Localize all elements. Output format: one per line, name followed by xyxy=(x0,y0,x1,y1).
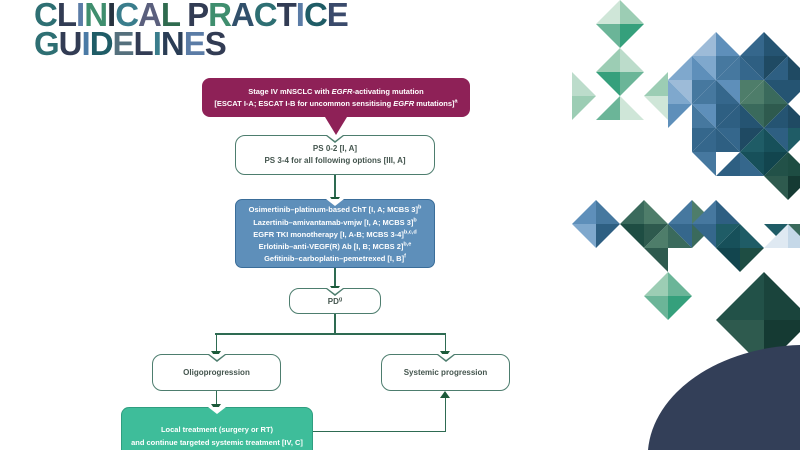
systemic-progression-label: Systemic progression xyxy=(403,368,488,377)
local-treatment-line2: and continue targeted systemic treatment… xyxy=(131,438,303,447)
page-title-line2: GUIDELINES xyxy=(34,25,227,62)
notch xyxy=(208,407,226,414)
connector-ps-treatments xyxy=(334,175,336,198)
connector-local-feedback xyxy=(313,430,446,432)
notch xyxy=(435,353,456,362)
pd-box: PDg xyxy=(289,287,381,314)
page-title: CLINICAL PRACTICE GUIDELINES xyxy=(34,0,349,62)
decorative-triangle-mosaic xyxy=(572,0,800,450)
pointer-tail xyxy=(325,117,347,135)
pd-label: PDg xyxy=(327,295,343,306)
stage-diagnosis-box: Stage IV mNSCLC with EGFR-activating mut… xyxy=(202,78,470,135)
connector-pd-split xyxy=(334,314,336,334)
connector-feedback-up xyxy=(444,398,447,432)
treatment-options-box: Osimertinib–platinum-based ChT [I, A; MC… xyxy=(235,199,435,268)
notch xyxy=(325,287,345,296)
treatment-line1: Osimertinib–platinum-based ChT [I, A; MC… xyxy=(248,204,422,215)
performance-status-box: PS 0-2 [I, A] PS 3-4 for all following o… xyxy=(235,134,435,175)
local-treatment-line1: Local treatment (surgery or RT) xyxy=(160,425,274,434)
page-title-line1: CLINICAL PRACTICE xyxy=(34,0,349,33)
ps-line1: PS 0-2 [I, A] xyxy=(312,143,358,153)
stage-diagnosis-line2: [ESCAT I-A; ESCAT I-B for uncommon sensi… xyxy=(214,98,458,108)
stage-diagnosis-line1: Stage IV mNSCLC with EGFR-activating mut… xyxy=(248,86,424,96)
local-treatment-box: Local treatment (surgery or RT) and cont… xyxy=(121,407,313,450)
arrowhead-up-icon xyxy=(440,391,450,398)
connector-split-bar xyxy=(215,333,445,335)
treatment-line3: EGFR TKI monotherapy [I, A-B; MCBS 3-4]b… xyxy=(253,229,417,239)
treatment-line5: Gefitinib–carboplatin–pemetrexed [I, B]f xyxy=(264,253,406,264)
notch xyxy=(325,134,345,143)
connector-to-oligo xyxy=(215,333,218,352)
treatment-line4: Erlotinib–anti-VEGF(R) Ab [I, B; MCBS 2]… xyxy=(258,241,412,252)
oligoprogression-label: Oligoprogression xyxy=(183,368,250,377)
notch xyxy=(326,199,344,206)
connector-oligo-local xyxy=(215,391,218,405)
ps-line2: PS 3-4 for all following options [III, A… xyxy=(264,156,406,165)
systemic-progression-box: Systemic progression xyxy=(381,353,510,391)
connector-to-systemic xyxy=(444,333,447,352)
connector-treatments-pd xyxy=(334,268,336,287)
notch xyxy=(206,353,227,362)
treatment-line2: Lazertinib–amivantamab-vmjw [I, A; MCBS … xyxy=(253,217,417,227)
navy-corner-shape xyxy=(648,345,800,450)
oligoprogression-box: Oligoprogression xyxy=(152,353,281,391)
